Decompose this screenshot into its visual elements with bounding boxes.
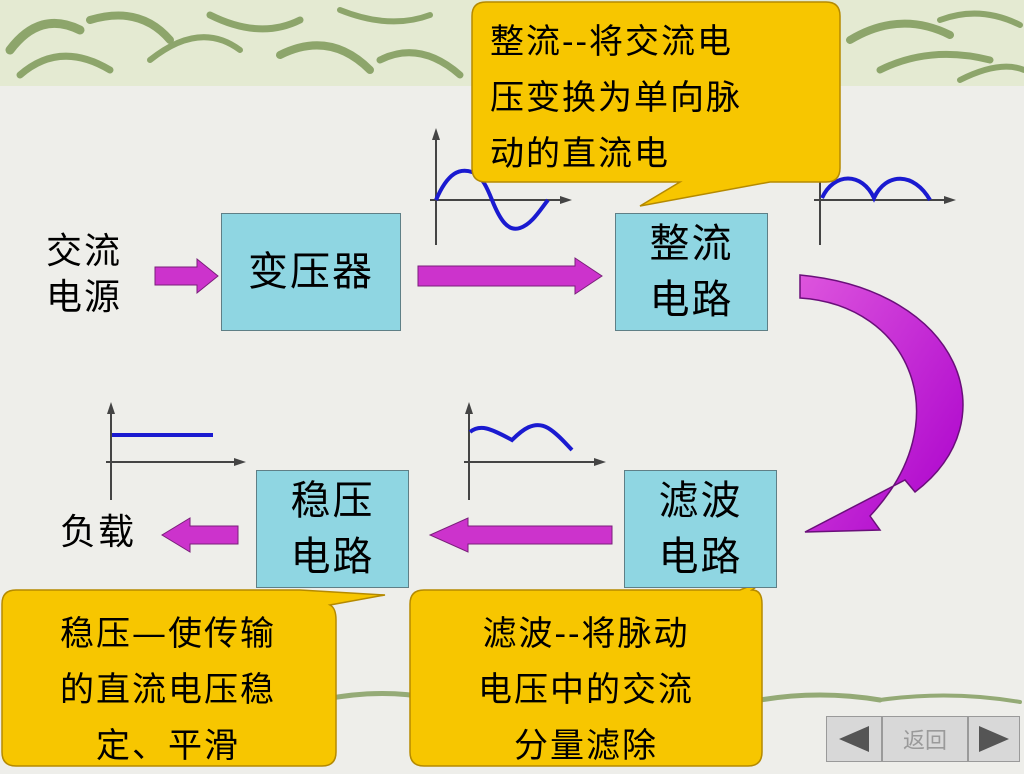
callout-filter-bubble [409,579,766,767]
waveform-filtered [464,402,606,500]
arrow-filter-to-regulator [428,517,613,553]
transformer-block: 变压器 [221,213,401,331]
callout-rectifier-bubble [471,1,841,207]
arrow-transformer-to-rectifier [417,257,603,295]
triangle-left-icon [839,726,869,752]
return-label: 返回 [902,729,947,754]
waveform-ac-sine [430,128,572,245]
rectifier-callout-text: 整流--将交流电 压变换为单向脉 动的直流电 [490,22,742,174]
triangle-right-icon [979,726,1009,752]
waveform-regulated-dc [106,402,246,500]
arrow-source-to-transformer [154,257,219,295]
callout-regulator-bubble [1,589,386,767]
arrow-regulator-to-load [161,517,239,553]
regulator-callout-text: 稳压—使传输 的直流电压稳 定、平滑 [60,614,276,766]
regulator-block: 稳压 电路 [256,470,409,588]
next-button[interactable] [968,716,1020,762]
ac-source-label: 交流 电源 [46,231,123,318]
prev-button[interactable] [826,716,882,762]
filter-block: 滤波 电路 [624,470,777,588]
return-button[interactable]: 返回 [882,716,968,762]
arrow-rectifier-to-filter [799,274,964,533]
load-label: 负载 [60,512,137,553]
filter-callout-text: 滤波--将脉动 电压中的交流 分量滤除 [478,614,694,766]
waveform-rectified [814,176,956,245]
rectifier-block: 整流 电路 [615,213,768,331]
